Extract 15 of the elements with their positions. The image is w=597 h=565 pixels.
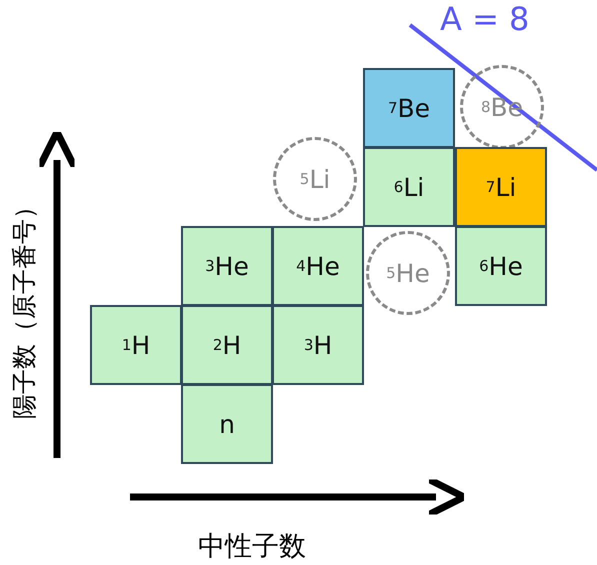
- nuclide-cell: $^{7}$Be: [363, 68, 455, 148]
- nuclide-cell: $^{2}$H: [181, 305, 273, 385]
- nuclide-cell: $^{3}$H: [272, 305, 364, 385]
- unbound-nuclide-circle: $^{5}$He: [366, 231, 450, 315]
- nuclide-cell: $^{7}$Li: [455, 147, 547, 227]
- nuclide-cell: $^{4}$He: [272, 226, 364, 306]
- nuclide-cell: $^{6}$Li: [363, 147, 455, 227]
- axis-title: 陽子数（原子番号）: [8, 193, 40, 421]
- nuclide-cell: $^{3}$He: [181, 226, 273, 306]
- nuclide-cell: n: [181, 384, 273, 464]
- axis-title: 中性子数: [198, 530, 306, 564]
- line-label: A = 8: [440, 0, 530, 38]
- nuclide-cell: $^{1}$H: [90, 305, 182, 385]
- unbound-nuclide-circle: $^{5}$Li: [273, 137, 357, 221]
- nuclide-cell: $^{6}$He: [455, 226, 547, 306]
